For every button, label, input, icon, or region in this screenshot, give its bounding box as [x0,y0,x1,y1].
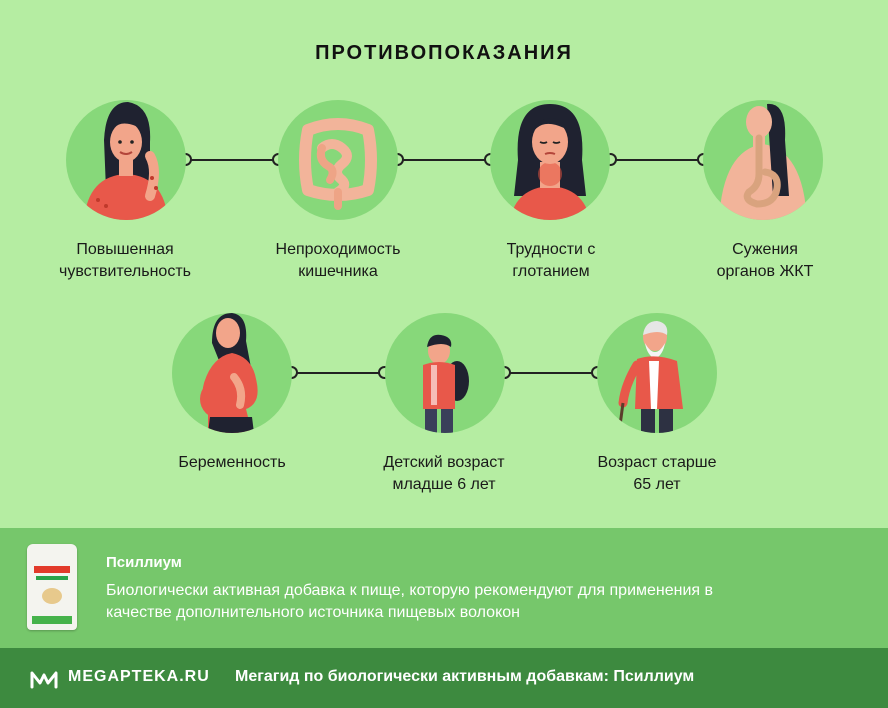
label-gi-narrowing: Сужения органов ЖКТ [665,239,865,283]
label-line: кишечника [298,263,378,280]
page-title: ПРОТИВОПОКАЗАНИЯ [315,42,573,64]
itching-woman-icon [66,100,186,220]
label-line: Беременность [178,454,286,471]
label-line: глотанием [512,263,590,280]
label-intestinal-obstruction: Непроходимость кишечника [238,239,438,283]
connector-line [611,159,703,161]
label-child-age: Детский возраст младше 6 лет [344,452,544,496]
product-band: Псиллиум Биологически активная добавка к… [0,528,888,648]
connector-line [292,372,384,374]
sore-throat-woman-icon [490,100,610,220]
connector-line [398,159,490,161]
connector-line [505,372,597,374]
label-line: Сужения [732,241,798,258]
stomach-anatomy-icon [703,100,823,220]
site-logo-text[interactable]: MEGAPTEKA.RU [68,668,210,685]
product-package-image [27,544,77,630]
label-hypersensitivity: Повышенная чувствительность [25,239,225,283]
product-description: Биологически активная добавка к пище, ко… [106,582,714,621]
label-line: органов ЖКТ [716,263,814,280]
megapteka-logo-icon [30,671,58,689]
label-line: Непроходимость [275,241,401,258]
label-elderly-age: Возраст старше 65 лет [557,452,757,496]
connector-line [186,159,278,161]
pregnant-woman-icon [172,313,292,433]
label-line: младше 6 лет [392,476,496,493]
label-line: Трудности с [506,241,596,258]
label-swallowing-difficulty: Трудности с глотанием [451,239,651,283]
product-name: Псиллиум [106,554,182,571]
label-pregnancy: Беременность [132,452,332,474]
footer: MEGAPTEKA.RU Мегагид по биологически акт… [0,648,888,708]
child-with-backpack-icon [385,313,505,433]
elderly-man-icon [597,313,717,433]
label-line: Детский возраст [383,454,505,471]
label-line: чувствительность [58,263,191,280]
intestine-icon [278,100,398,220]
label-line: Возраст старше [597,454,717,471]
label-line: 65 лет [633,476,681,493]
footer-caption: Мегагид по биологически активным добавка… [235,668,695,685]
label-line: Повышенная [76,241,174,258]
